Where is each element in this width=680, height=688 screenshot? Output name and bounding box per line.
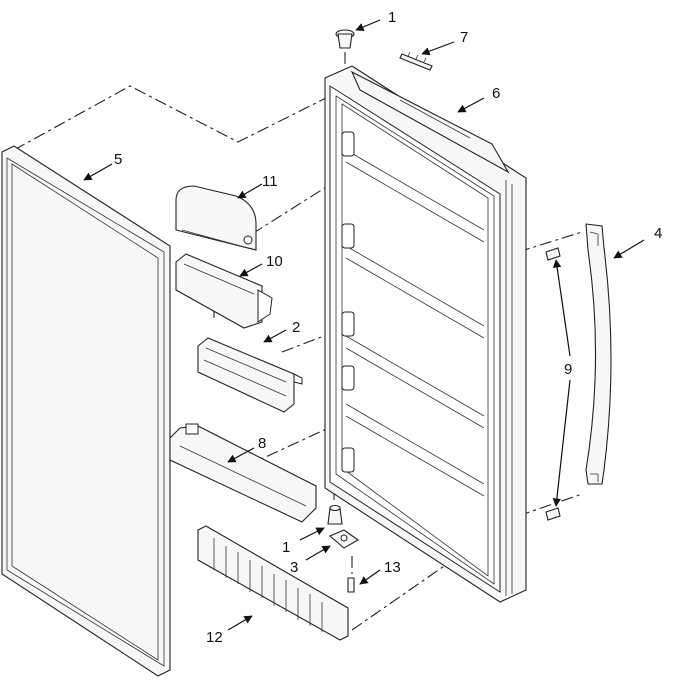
- callout-7: 7: [460, 29, 468, 46]
- callout-3: 3: [290, 559, 298, 576]
- hinge-bushing-bottom-part: [327, 504, 343, 525]
- bottom-hinge-part: [328, 529, 360, 549]
- callout-8: 8: [258, 435, 266, 452]
- callout-6: 6: [492, 85, 500, 102]
- handle-screws-part: [545, 247, 561, 521]
- door-stop-part: [399, 51, 433, 71]
- door-handle-part: [585, 223, 612, 485]
- toe-grille-part: [197, 525, 349, 641]
- leader-arrows: [83, 19, 645, 631]
- door-shelf-part: [169, 423, 317, 523]
- dairy-compartment-part: [175, 253, 273, 329]
- callout-labels: 1 7 6 5 11 4 10 2 9 8 1 3 13 12: [114, 9, 662, 646]
- freezer-door-part: [324, 65, 527, 603]
- hinge-bushing-top-part: [335, 29, 355, 49]
- callout-1-top: 1: [388, 9, 396, 26]
- hinge-screw-part: [347, 577, 355, 593]
- callout-13: 13: [384, 559, 401, 576]
- callout-11: 11: [262, 173, 278, 190]
- callout-5: 5: [114, 151, 122, 168]
- door-gasket-part: [1, 145, 171, 677]
- door-bin-part: [197, 337, 303, 413]
- callout-1-bottom: 1: [282, 539, 290, 556]
- dairy-door-part: [175, 185, 257, 251]
- callout-9: 9: [564, 361, 572, 378]
- callout-10: 10: [266, 253, 283, 270]
- callout-2: 2: [292, 319, 300, 336]
- callout-12: 12: [206, 629, 223, 646]
- callout-4: 4: [654, 225, 662, 242]
